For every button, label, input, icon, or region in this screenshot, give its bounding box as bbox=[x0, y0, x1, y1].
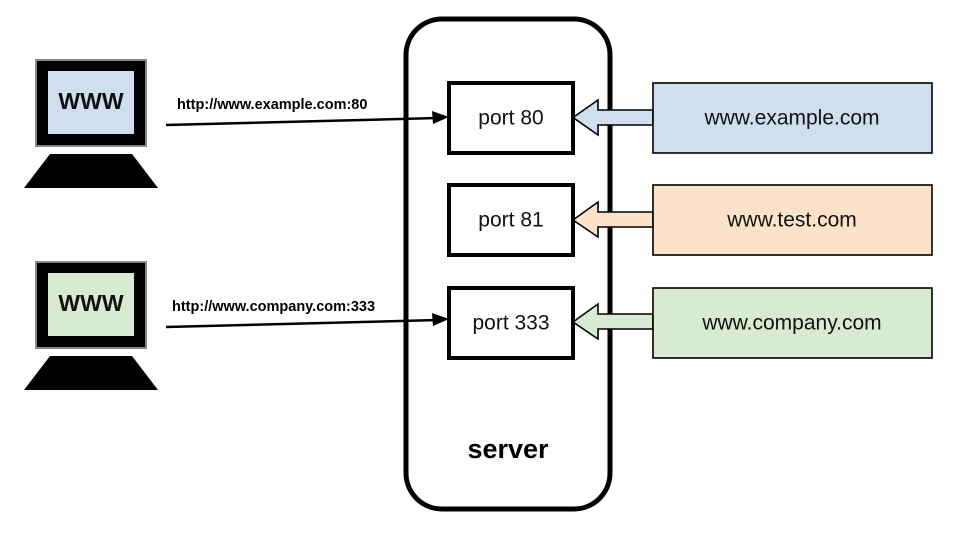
site-box-example-label: www.example.com bbox=[703, 107, 879, 130]
site-box-company[interactable] bbox=[652, 287, 933, 359]
port-box-80-label: port 80 bbox=[478, 107, 543, 130]
site-box-example[interactable] bbox=[652, 82, 933, 154]
client-top-laptop: WWW bbox=[24, 59, 158, 188]
port-box-333-group[interactable]: port 333 bbox=[447, 286, 575, 360]
site-box-test-label: www.test.com bbox=[726, 209, 857, 232]
request-arrow-top bbox=[165, 111, 449, 127]
laptop-bottom-screen bbox=[48, 273, 134, 336]
laptop-top-base bbox=[24, 154, 158, 188]
client-bottom-laptop: WWW bbox=[24, 261, 158, 390]
site-box-company-group[interactable]: www.company.com bbox=[652, 287, 933, 359]
port-box-81-label: port 81 bbox=[478, 209, 543, 232]
laptop-bottom-screen-text: WWW bbox=[58, 290, 123, 316]
site-box-test-group[interactable]: www.test.com bbox=[652, 184, 933, 256]
port-box-80[interactable] bbox=[447, 81, 575, 155]
port-box-80-group[interactable]: port 80 bbox=[447, 81, 575, 155]
laptop-bottom-base bbox=[24, 356, 158, 390]
site-box-company-label: www.company.com bbox=[701, 312, 881, 335]
port-box-333-label: port 333 bbox=[472, 312, 549, 335]
site-box-example-group[interactable]: www.example.com bbox=[652, 82, 933, 154]
port-box-81-group[interactable]: port 81 bbox=[447, 183, 575, 257]
server-title: server bbox=[467, 434, 549, 464]
site-box-test[interactable] bbox=[652, 184, 933, 256]
laptop-top-screen bbox=[48, 71, 134, 134]
port-box-81[interactable] bbox=[447, 183, 575, 257]
request-arrow-bottom bbox=[165, 313, 449, 329]
request-url-top: http://www.example.com:80 bbox=[177, 97, 367, 113]
request-url-bottom: http://www.company.com:333 bbox=[172, 299, 375, 315]
laptop-top-screen-text: WWW bbox=[58, 88, 123, 114]
port-box-333[interactable] bbox=[447, 286, 575, 360]
